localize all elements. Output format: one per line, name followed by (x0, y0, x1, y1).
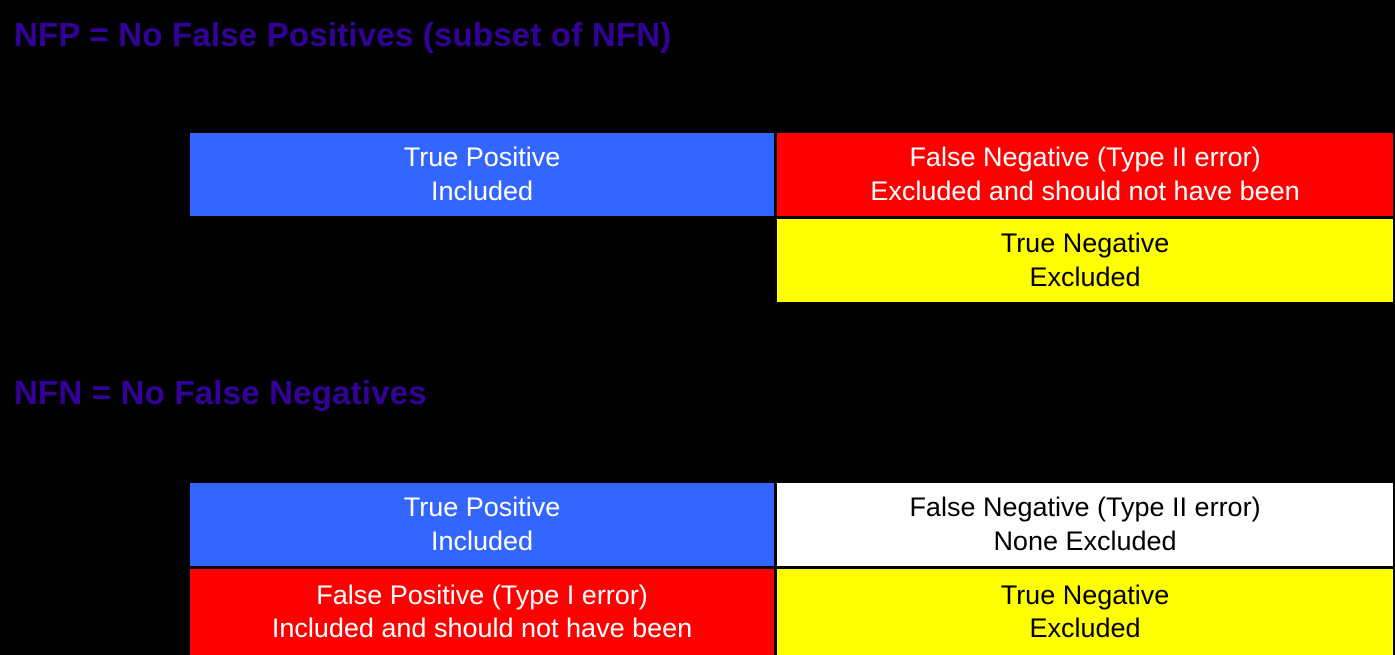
cell-nfn-false-negative: False Negative (Type II error) None Excl… (777, 483, 1393, 566)
cell-nfp-false-positive-empty (190, 219, 774, 302)
cell-line-primary: False Positive (Type I error) (316, 579, 648, 610)
confusion-matrix-nfn: True Positive Included False Negative (T… (190, 483, 1393, 655)
cell-line-secondary: Included (430, 175, 534, 206)
cell-nfp-true-positive: True Positive Included (190, 133, 774, 216)
cell-line-primary: True Negative (1000, 228, 1170, 259)
cell-nfn-false-positive: False Positive (Type I error) Included a… (190, 569, 774, 655)
cell-line-secondary: Included and should not have been (271, 613, 693, 643)
cell-line-secondary: Excluded (1029, 261, 1141, 292)
cell-line-primary: True Negative (1000, 579, 1170, 610)
cell-line-secondary: Excluded (1029, 613, 1141, 643)
cell-nfn-true-positive: True Positive Included (190, 483, 774, 566)
section-heading-nfn: NFN = No False Negatives (14, 374, 427, 411)
section-heading-nfp: NFP = No False Positives (subset of NFN) (14, 16, 672, 53)
cell-line-primary: True Positive (403, 142, 561, 173)
confusion-matrix-nfp: True Positive Included False Negative (T… (190, 133, 1393, 302)
cell-line-secondary: Included (430, 525, 534, 556)
cell-nfp-true-negative: True Negative Excluded (777, 219, 1393, 302)
cell-line-secondary: None Excluded (993, 525, 1177, 556)
cell-line-primary: True Positive (403, 492, 561, 523)
cell-nfn-true-negative: True Negative Excluded (777, 569, 1393, 655)
cell-line-primary: False Negative (Type II error) (909, 492, 1261, 523)
cell-line-primary: False Negative (Type II error) (909, 142, 1261, 173)
cell-nfp-false-negative: False Negative (Type II error) Excluded … (777, 133, 1393, 216)
cell-line-secondary: Excluded and should not have been (870, 175, 1300, 206)
